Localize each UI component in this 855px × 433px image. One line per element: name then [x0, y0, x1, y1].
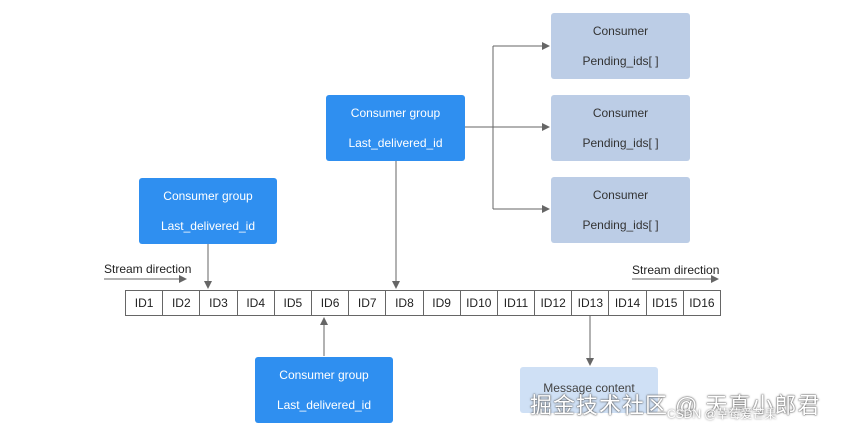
consumer-pending-ids: Pending_ids[ ]: [582, 54, 659, 68]
stream-id-cell: ID3: [200, 291, 238, 315]
stream-id-cell: ID16: [689, 296, 715, 310]
consumer-3: Consumer Pending_ids[ ]: [551, 177, 690, 243]
consumer-group-title: Consumer group: [279, 368, 369, 382]
stream-id-cell: ID15: [647, 291, 684, 315]
csdn-watermark: CSDN @草莓爱芒果: [667, 407, 777, 421]
consumer-pending-ids: Pending_ids[ ]: [582, 218, 659, 232]
consumer-group-field: Last_delivered_id: [276, 398, 372, 412]
stream-id-cell: ID13: [572, 291, 610, 315]
consumer-title: Consumer: [592, 188, 649, 202]
consumer-group-bottom: Consumer group Last_delivered_id: [255, 357, 393, 423]
message-content-label: Message content: [543, 381, 635, 395]
stream-id-cell: ID4: [238, 291, 275, 315]
stream-id-cell: ID14: [609, 291, 647, 315]
stream-id-cell: ID10: [461, 291, 498, 315]
consumer-group-left: Consumer group Last_delivered_id: [139, 178, 277, 244]
message-content-box: Message content: [520, 367, 658, 413]
stream-id-cell: ID9: [424, 291, 461, 315]
stream-direction-label-left: Stream direction: [104, 262, 192, 276]
consumer-group-title: Consumer group: [350, 106, 441, 120]
stream-id-cell: ID11: [498, 291, 536, 315]
consumer-title: Consumer: [592, 106, 649, 120]
consumer-2: Consumer Pending_ids[ ]: [551, 95, 690, 161]
stream-id-cell: ID7: [349, 291, 387, 315]
consumer-title: Consumer: [592, 24, 649, 38]
consumer-group-top: Consumer group Last_delivered_id: [326, 95, 465, 161]
stream-id-cell: ID12: [535, 291, 573, 315]
stream-id-cell: ID1: [126, 291, 164, 315]
stream-direction-label-right: Stream direction: [632, 263, 720, 277]
stream-id-cell: ID8: [386, 291, 424, 315]
stream-id-cell: ID2: [163, 291, 201, 315]
consumer-1: Consumer Pending_ids[ ]: [551, 13, 690, 79]
consumer-group-field: Last_delivered_id: [348, 136, 443, 150]
watermark: 掘金技术社区 @ 天真小郎君: [530, 393, 821, 418]
consumer-pending-ids: Pending_ids[ ]: [582, 136, 659, 150]
consumer-group-title: Consumer group: [163, 189, 253, 203]
stream-id-cell: ID5: [275, 291, 312, 315]
stream-id-cell: ID6: [312, 291, 350, 315]
consumer-group-field: Last_delivered_id: [160, 219, 256, 233]
stream-row: ID1 ID2 ID3 ID4 ID5 ID6 ID7 ID8 ID9 ID10…: [125, 290, 721, 316]
